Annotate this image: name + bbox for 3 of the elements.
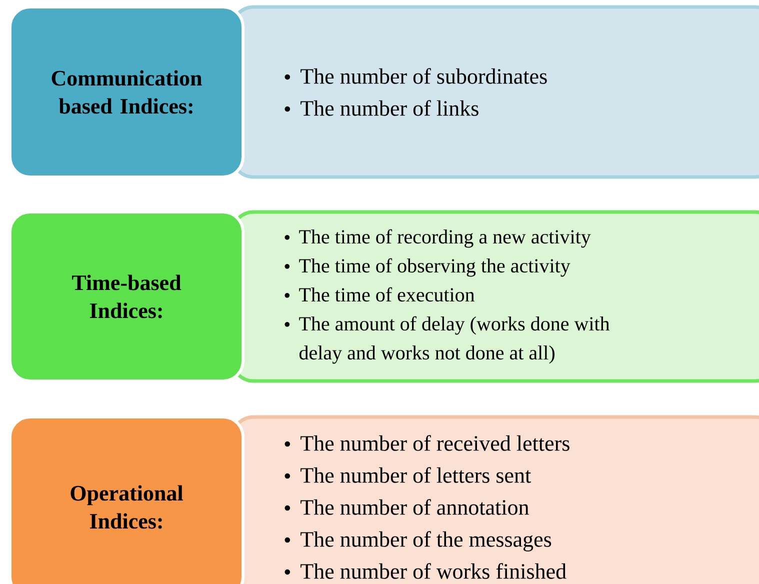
category-box: Operational Indices:: [8, 416, 244, 584]
category-box: Time-based Indices:: [8, 210, 244, 382]
category-box: Communication based Indices:: [8, 6, 244, 178]
